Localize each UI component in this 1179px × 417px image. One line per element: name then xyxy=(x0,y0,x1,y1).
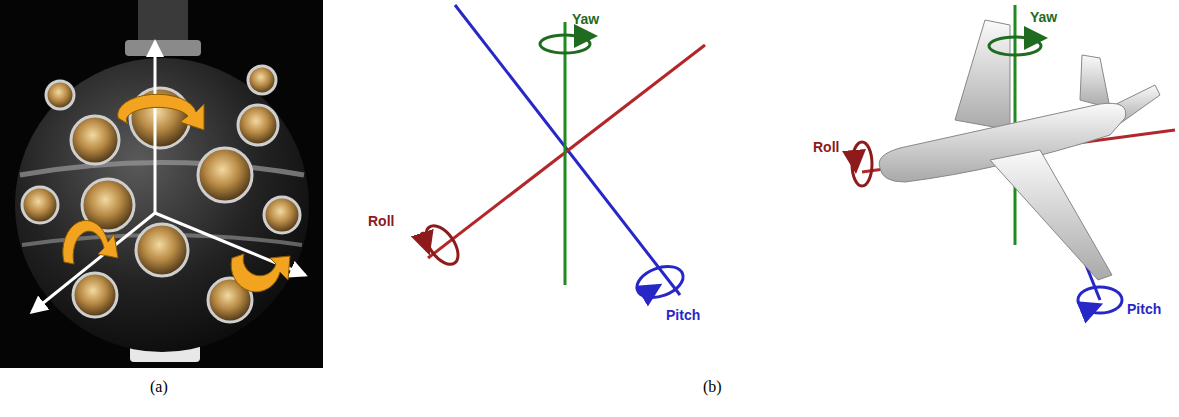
axis-label: Yaw xyxy=(572,12,599,27)
panel-caption: (b) xyxy=(703,378,722,396)
axis-label: Roll xyxy=(368,214,394,229)
axis-label: Roll xyxy=(813,140,839,155)
axis-label: Pitch xyxy=(666,308,700,323)
axis-label: Pitch xyxy=(1127,302,1161,317)
axis-label: Yaw xyxy=(1030,10,1057,25)
panel-caption: (a) xyxy=(150,378,168,396)
